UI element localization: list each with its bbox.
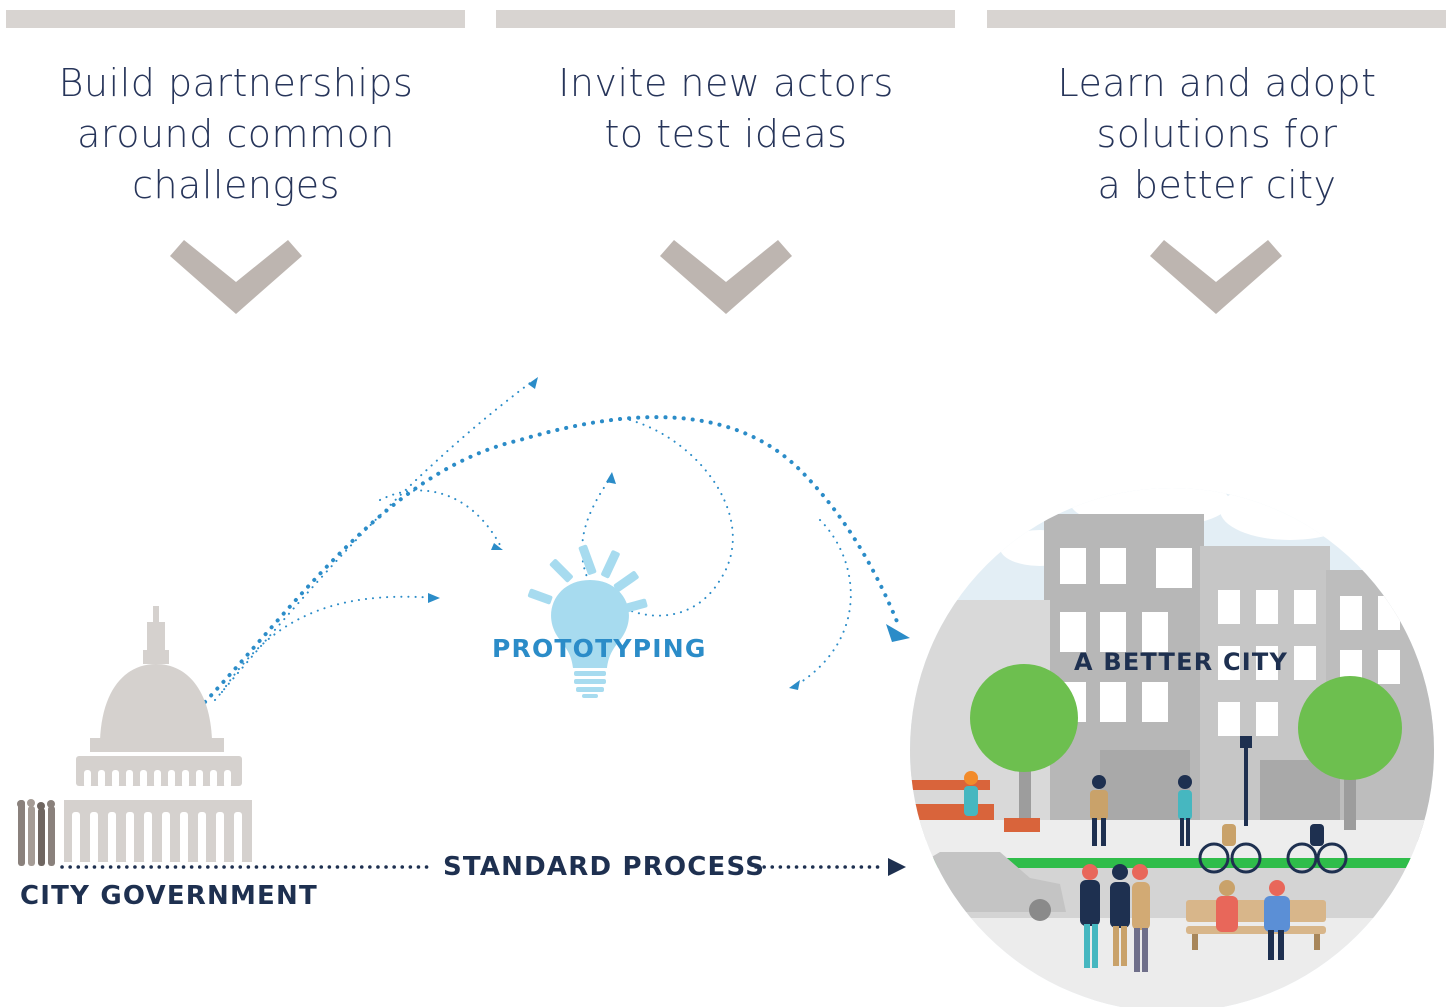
step-bar-2 [496, 10, 955, 28]
city-government-label: CITY GOVERNMENT [20, 881, 318, 911]
step-title-learn-adopt: Learn and adopt solutions for a better c… [1057, 61, 1377, 207]
standard-process-arrow-icon [888, 858, 906, 876]
chevron-down-icon [170, 240, 302, 314]
step-title-build-partnerships: Build partnerships around common challen… [58, 61, 414, 207]
chevron-down-icon [1150, 240, 1282, 314]
lightbulb-icon [527, 544, 648, 698]
step-title-invite-actors: Invite new actors to test ideas [558, 61, 894, 156]
better-city-label: A BETTER CITY [1074, 648, 1289, 676]
step-bar-3 [987, 10, 1446, 28]
chevron-down-icon [660, 240, 792, 314]
people-group-icon [17, 799, 55, 866]
prototyping-label: PROTOTYPING [492, 634, 707, 663]
capitol-columns [72, 770, 242, 864]
prototyping-paths [203, 379, 900, 704]
path-arrowheads [428, 377, 910, 690]
standard-process-label: STANDARD PROCESS [443, 852, 766, 882]
city-street-scene [910, 488, 1434, 1007]
step-bar-1 [6, 10, 465, 28]
